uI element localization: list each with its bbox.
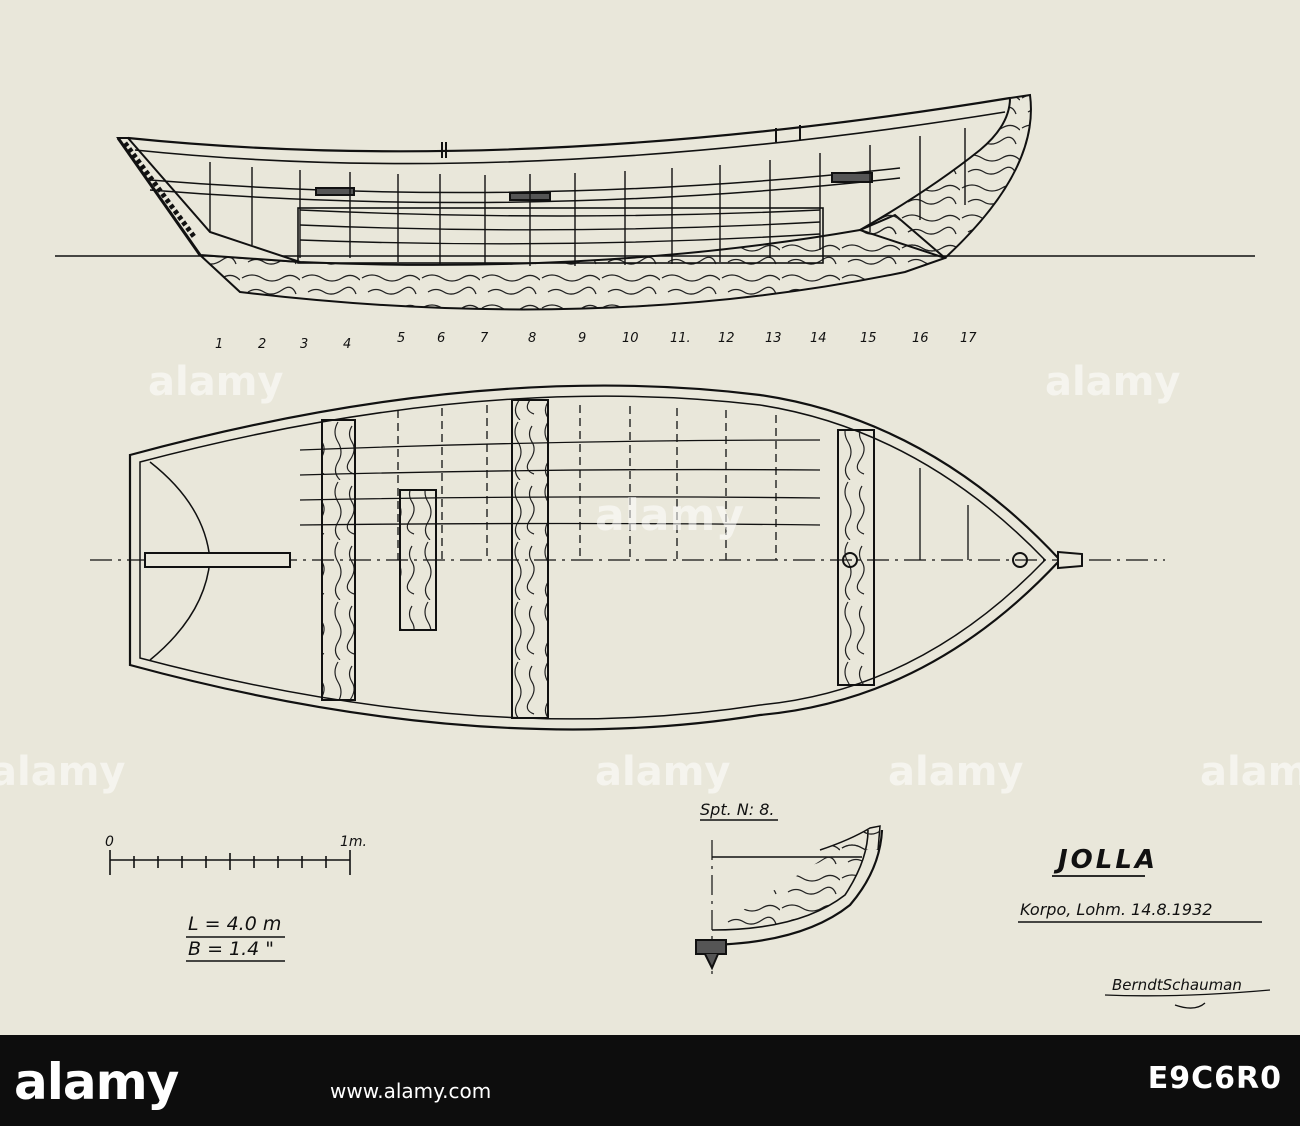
brand-logo: alamy [14, 1049, 184, 1111]
frame-number: 11. [670, 331, 691, 346]
frame-number: 6 [437, 331, 445, 346]
frame-number: 5 [397, 331, 405, 346]
tiller [144, 552, 291, 568]
watermark-6: alamy [1200, 749, 1300, 795]
watermark-2: alamy [1045, 359, 1180, 405]
side-elevation [55, 93, 1255, 311]
beam-label: B = 1.4 " [188, 938, 274, 960]
stock-id: E9C6R0 [1147, 1061, 1282, 1096]
thwart-plan-mid [511, 399, 549, 719]
thwart-fwd [831, 172, 873, 183]
signature: BerndtSchauman [1112, 976, 1242, 994]
frame-number: 14 [810, 331, 827, 346]
frame-number: 4 [343, 337, 351, 352]
stem-head [1057, 550, 1083, 570]
frame-number: 3 [300, 337, 308, 352]
watermark-7: alamy [888, 749, 1023, 795]
drawing-title: JOLLA [1053, 845, 1158, 875]
section-label: Spt. N: 8. [700, 800, 774, 819]
frame-number: 1 [215, 337, 223, 352]
frame-number: 12 [718, 331, 735, 346]
watermark-4: alamy [0, 749, 125, 795]
watermark-5: alamy [595, 749, 730, 795]
scale-start-label: 0 [105, 834, 114, 850]
frame-number: 16 [912, 331, 929, 346]
plan-view [90, 384, 1165, 731]
scale-end-label: 1m. [340, 834, 367, 850]
place-date: Korpo, Lohm. 14.8.1932 [1020, 900, 1212, 919]
frame-number: 15 [860, 331, 877, 346]
centerboard [399, 489, 437, 631]
stem-post [857, 93, 1032, 260]
gunwale [127, 96, 1011, 153]
frame-number: 2 [258, 337, 266, 352]
watermark-3: alamy [595, 490, 744, 541]
thwart-plan-aft [321, 419, 356, 701]
thwart-aft [315, 187, 355, 196]
section-view [695, 825, 884, 975]
side-bench [297, 207, 824, 264]
stock-footer: alamy www.alamy.com E9C6R0 [0, 1035, 1300, 1126]
frame-number: 7 [480, 331, 489, 346]
watermarks: alamy alamy alamy alamy alamy alamy alam… [0, 359, 1300, 795]
length-label: L = 4.0 m [188, 913, 281, 935]
watermark-1: alamy [148, 359, 283, 405]
frame-number: 17 [960, 331, 977, 346]
frame-number: 13 [765, 331, 782, 346]
frame-number: 8 [528, 331, 536, 346]
scale-bar [109, 850, 351, 875]
brand-text: alamy [14, 1053, 179, 1111]
footer-url[interactable]: www.alamy.com [330, 1079, 492, 1103]
frame-number: 9 [578, 331, 586, 346]
frame-number: 10 [622, 331, 639, 346]
